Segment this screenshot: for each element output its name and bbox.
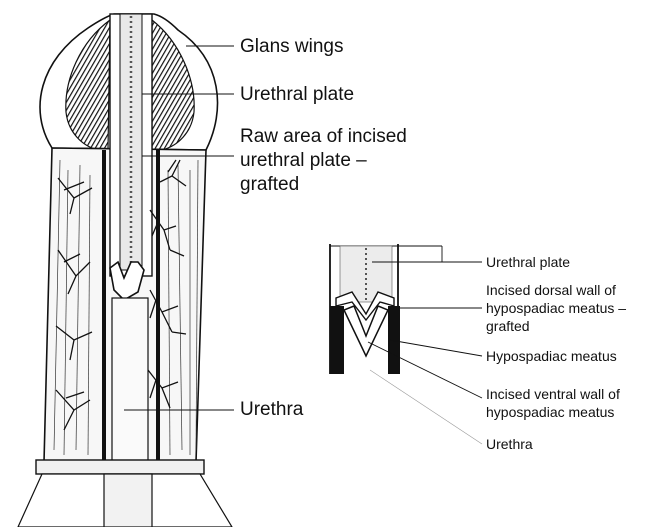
label-glans-wings: Glans wings <box>240 37 344 58</box>
label-raw-area-line-2: urethral plate – <box>240 151 367 172</box>
inset-left-wall <box>330 306 344 374</box>
label-raw-area-line-1: Raw area of incised <box>240 127 407 148</box>
inset-label-hypospadiac-meatus: Hypospadiac meatus <box>486 348 617 365</box>
urethra-tube <box>112 298 148 462</box>
base-urethra <box>104 474 152 527</box>
base-band <box>36 460 204 474</box>
inset-label-urethral-plate: Urethral plate <box>486 254 570 271</box>
inset-label-dorsal-wall-line-1: Incised dorsal wall of <box>486 282 616 299</box>
inset-label-dorsal-wall-line-3: grafted <box>486 318 530 335</box>
inset-drawing <box>330 244 482 444</box>
label-urethral-plate: Urethral plate <box>240 85 354 106</box>
label-urethra: Urethra <box>240 400 303 421</box>
main-drawing <box>18 14 234 527</box>
inset-right-wall <box>388 306 400 374</box>
inset-label-dorsal-wall-line-2: hypospadiac meatus – <box>486 300 626 317</box>
inset-label-ventral-wall-line-2: hypospadiac meatus <box>486 404 614 421</box>
label-raw-area-line-3: grafted <box>240 175 299 196</box>
inset-label-urethra: Urethra <box>486 436 533 453</box>
inset-label-ventral-wall-line-1: Incised ventral wall of <box>486 386 620 403</box>
